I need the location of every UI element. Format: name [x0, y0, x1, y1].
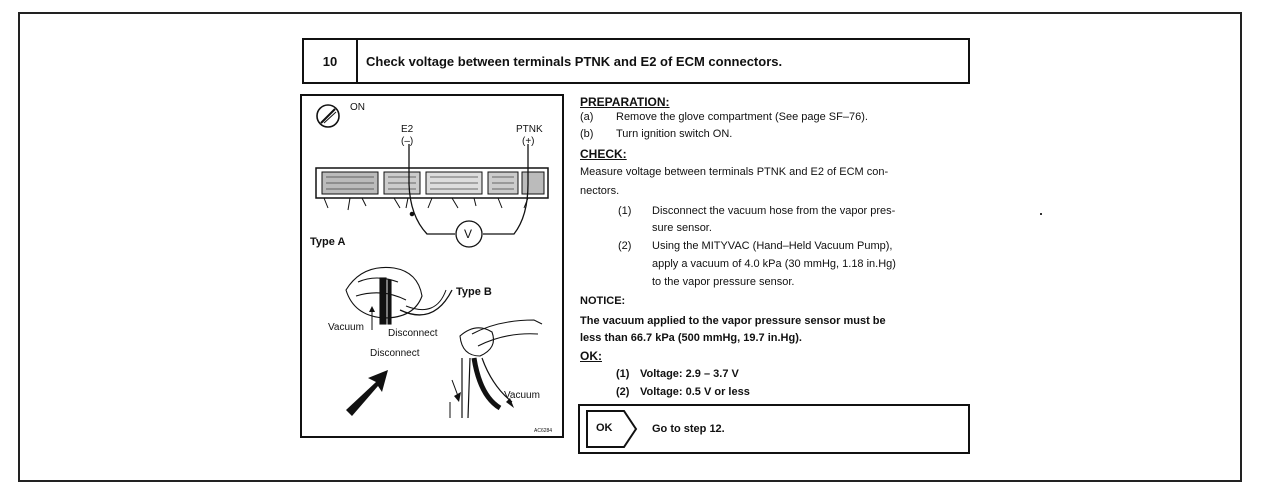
disconnect-b-label: Disconnect: [370, 348, 420, 359]
check-step1-line1: Disconnect the vacuum hose from the vapo…: [652, 205, 896, 217]
ok-item2-text: Voltage: 0.5 V or less: [640, 386, 750, 398]
ok-item2-tag: (2): [616, 386, 630, 398]
check-intro-line2: nectors.: [580, 185, 620, 197]
check-step2-line2: apply a vacuum of 4.0 kPa (30 mmHg, 1.18…: [652, 258, 896, 270]
figure-code: AC6284: [534, 428, 553, 434]
voltmeter-symbol: V: [464, 227, 473, 241]
step-title: Check voltage between terminals PTNK and…: [366, 53, 783, 69]
ignition-key-icon: [316, 104, 340, 128]
type-a-label: Type A: [310, 236, 346, 248]
type-b-label: Type B: [456, 286, 492, 298]
notice-line2: less than 66.7 kPa (500 mmHg, 19.7 in.Hg…: [580, 332, 802, 344]
meter-leads: [408, 144, 529, 248]
preparation-heading: PREPARATION:: [580, 95, 670, 109]
vacuum-b-label: Vacuum: [504, 390, 540, 401]
check-step1-line2: sure sensor.: [652, 222, 712, 234]
ptnk-terminal-label: PTNK: [516, 124, 543, 135]
vapor-sensor-type-a: [345, 266, 453, 330]
vacuum-a-label: Vacuum: [328, 322, 364, 333]
e2-terminal-sign: (–): [401, 136, 414, 147]
prep-tag-a: (a): [580, 111, 594, 123]
disconnect-a-label: Disconnect: [388, 328, 438, 339]
check-heading: CHECK:: [580, 147, 627, 161]
check-step2-line1: Using the MITYVAC (Hand–Held Vacuum Pump…: [652, 240, 893, 252]
check-step2-tag: (2): [618, 240, 632, 252]
ptnk-terminal-sign: (+): [522, 136, 535, 147]
vapor-sensor-type-b: [449, 319, 543, 419]
ok-item1-text: Voltage: 2.9 – 3.7 V: [640, 368, 739, 380]
ok-heading: OK:: [580, 349, 602, 363]
ok-item1-tag: (1): [616, 368, 630, 380]
check-step1-tag: (1): [618, 205, 632, 217]
check-intro-line1: Measure voltage between terminals PTNK a…: [580, 166, 889, 178]
page-frame: [18, 12, 1242, 482]
stray-mark: [1040, 213, 1042, 215]
step-header: 10 Check voltage between terminals PTNK …: [302, 38, 970, 84]
ok-tag-shape: [586, 410, 638, 448]
pointer-arrow-icon: [346, 370, 388, 416]
result-box: [578, 404, 970, 454]
result-next-step: Go to step 12.: [652, 423, 725, 435]
result-ok-label: OK: [596, 422, 613, 434]
step-number: 10: [304, 40, 358, 82]
notice-heading: NOTICE:: [580, 295, 626, 307]
ecm-connectors: [315, 167, 549, 217]
e2-terminal-label: E2: [401, 124, 414, 135]
prep-text-a: Remove the glove compartment (See page S…: [616, 111, 868, 123]
switch-state-label: ON: [350, 102, 365, 113]
procedure-illustration: ON E2 (–) PTNK (+) V Type A Type B Vacuu…: [300, 94, 564, 438]
notice-line1: The vacuum applied to the vapor pressure…: [580, 315, 886, 327]
prep-text-b: Turn ignition switch ON.: [616, 128, 733, 140]
check-step2-line3: to the vapor pressure sensor.: [652, 276, 795, 288]
prep-tag-b: (b): [580, 128, 594, 140]
